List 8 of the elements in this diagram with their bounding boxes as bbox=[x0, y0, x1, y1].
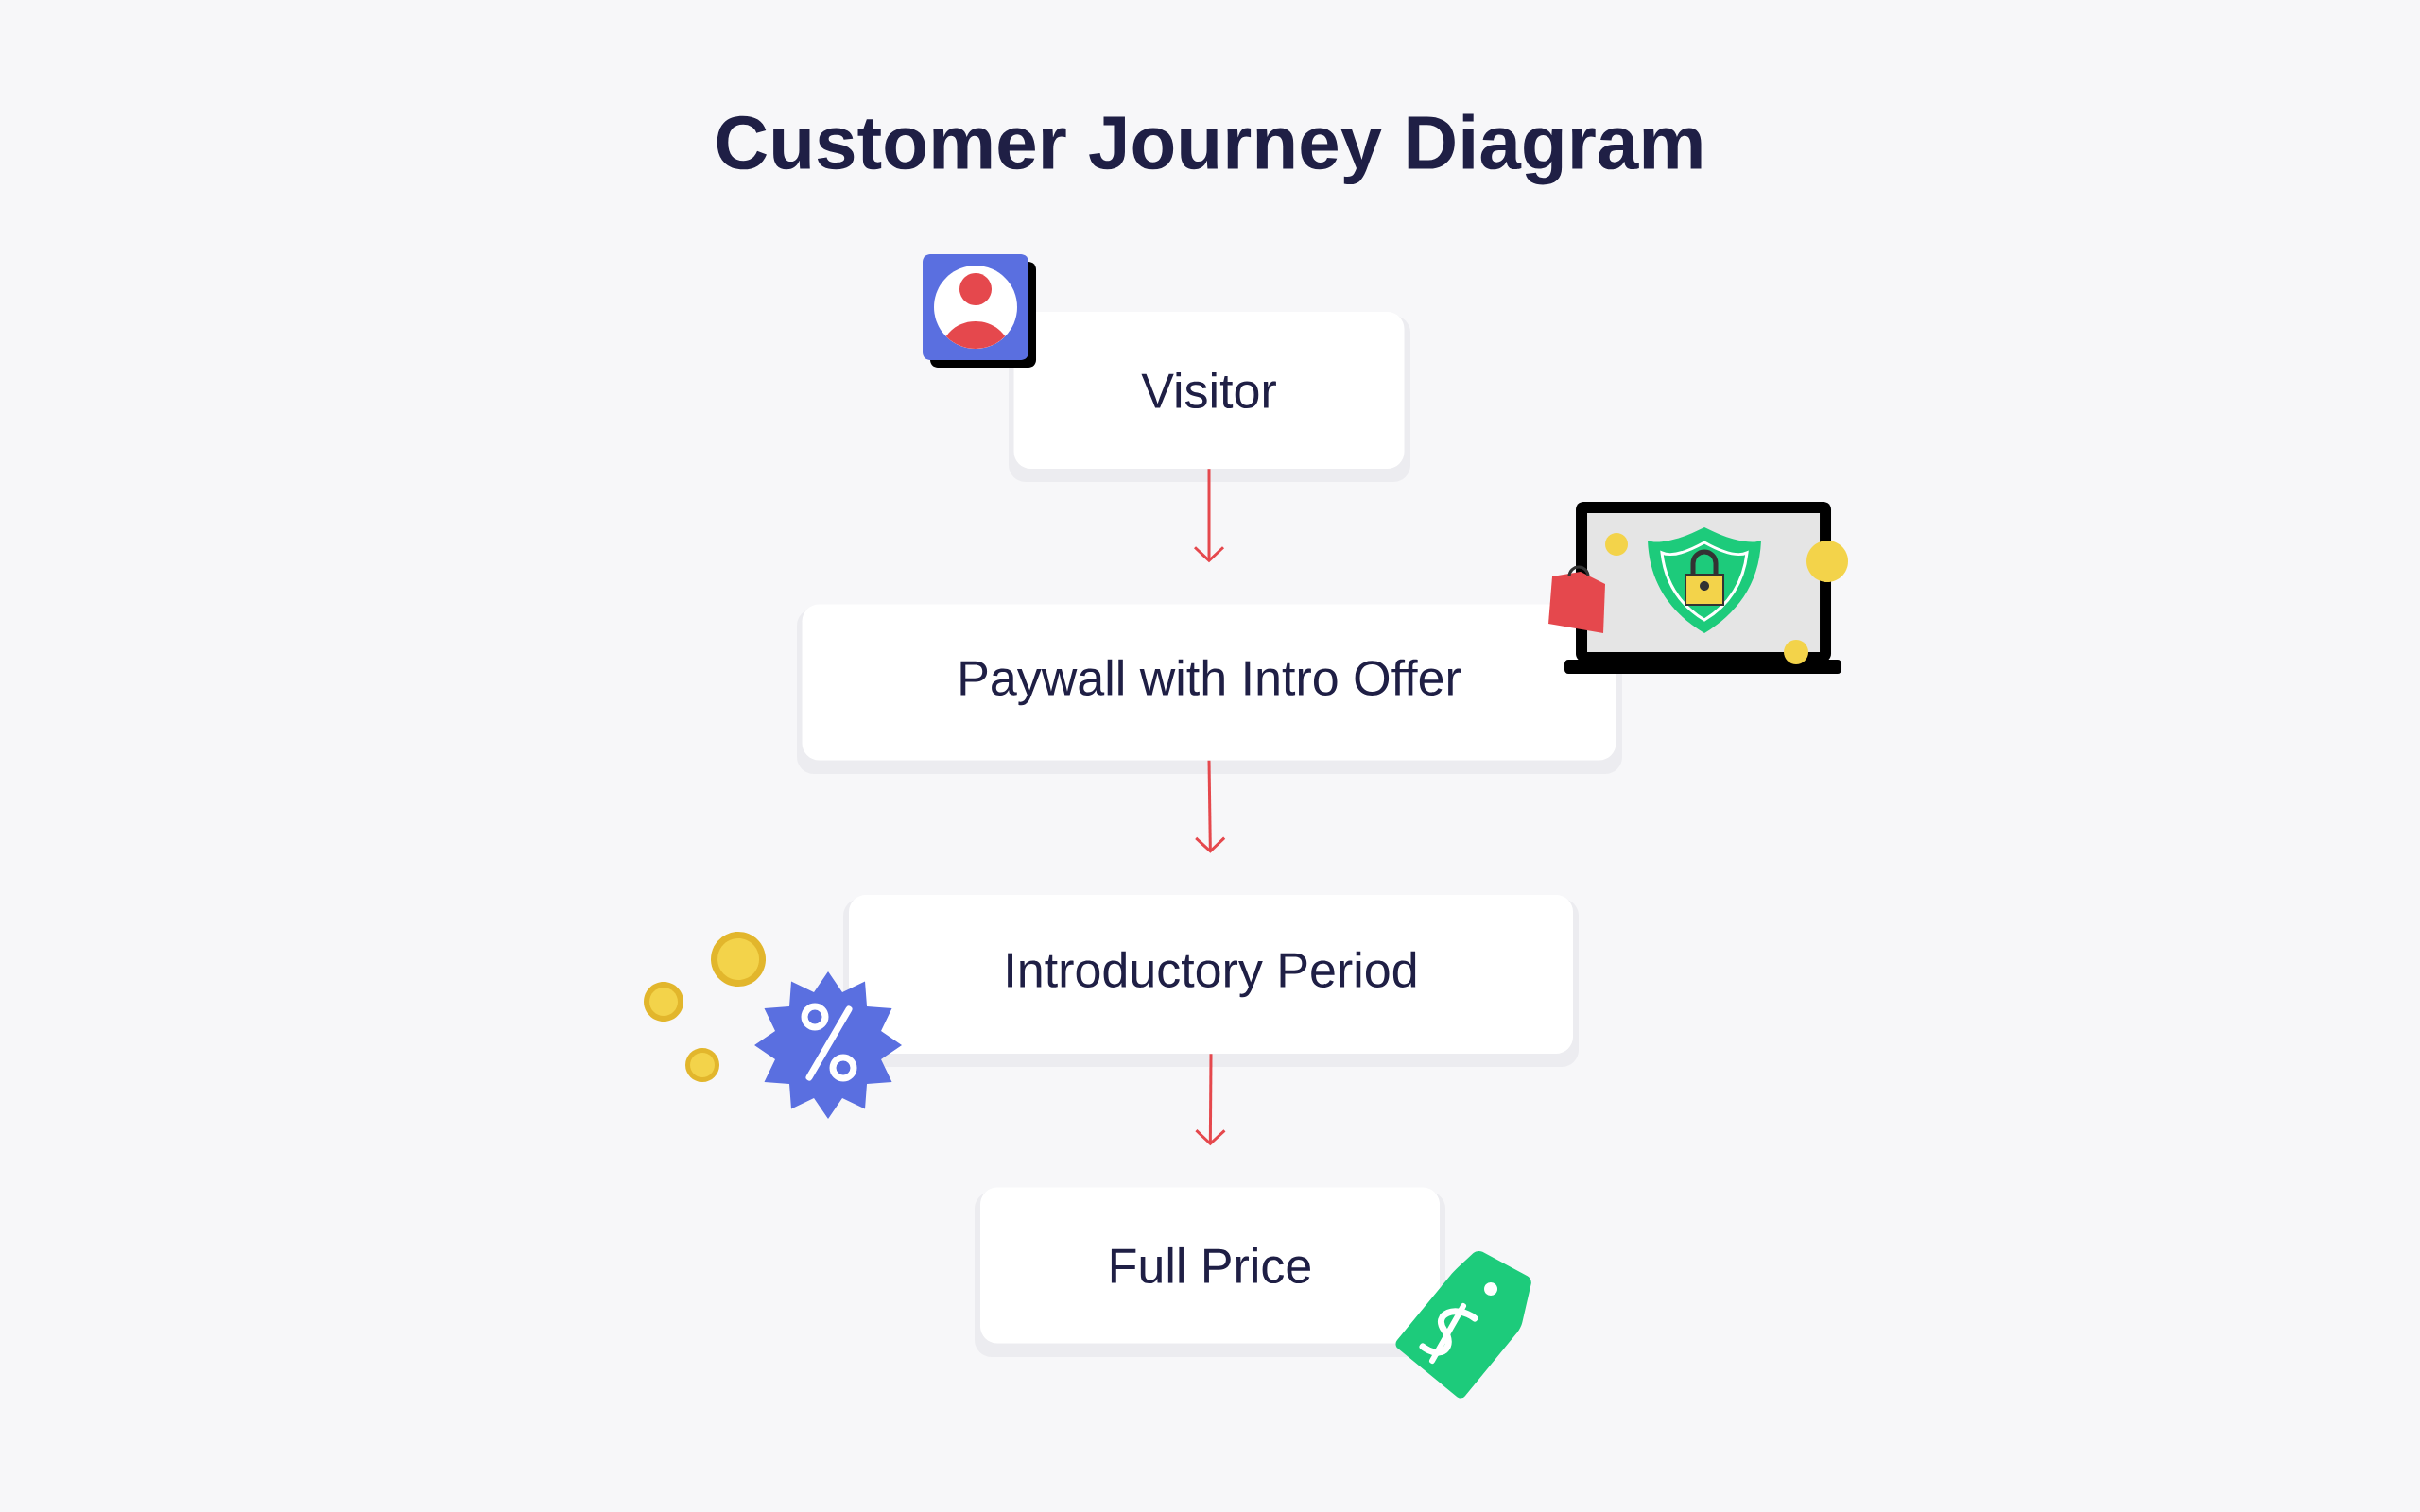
process-box: Introductory Period bbox=[849, 895, 1573, 1054]
arrow bbox=[1195, 760, 1226, 853]
title: Customer Journey Diagram bbox=[717, 113, 1702, 185]
arrow bbox=[1195, 1054, 1226, 1146]
process-box: Paywall with Intro Offer bbox=[802, 604, 1616, 761]
process-box: Visitor bbox=[1013, 312, 1405, 469]
arrow bbox=[1194, 469, 1225, 563]
process-box: Full Price bbox=[980, 1187, 1440, 1344]
